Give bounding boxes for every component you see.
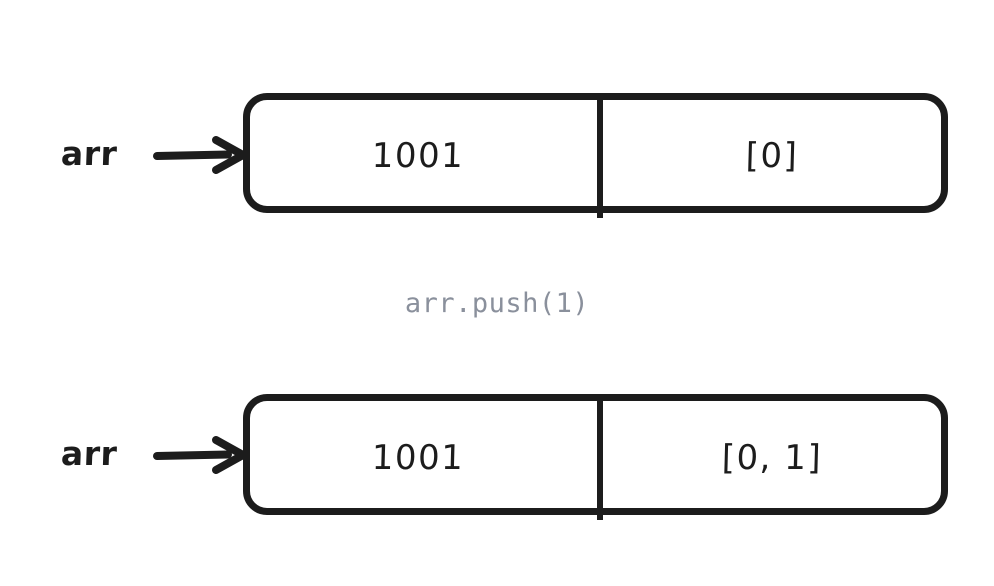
cell-divider-after bbox=[597, 400, 603, 520]
arrow-right-icon-before bbox=[153, 136, 247, 174]
arrow-right-icon-after bbox=[153, 436, 247, 474]
cell-address-after: 1001 bbox=[371, 438, 465, 478]
memory-box-before bbox=[243, 93, 948, 218]
memory-box-after bbox=[243, 394, 948, 520]
operation-caption: arr.push(1) bbox=[404, 288, 590, 319]
cell-contents-before: [0] bbox=[745, 136, 799, 176]
cell-contents-after: [0, 1] bbox=[721, 438, 823, 478]
cell-divider-before bbox=[597, 99, 603, 218]
pointer-label-arr-after: arr bbox=[60, 434, 119, 473]
pointer-label-arr-before: arr bbox=[60, 134, 119, 173]
cell-address-before: 1001 bbox=[371, 136, 465, 176]
